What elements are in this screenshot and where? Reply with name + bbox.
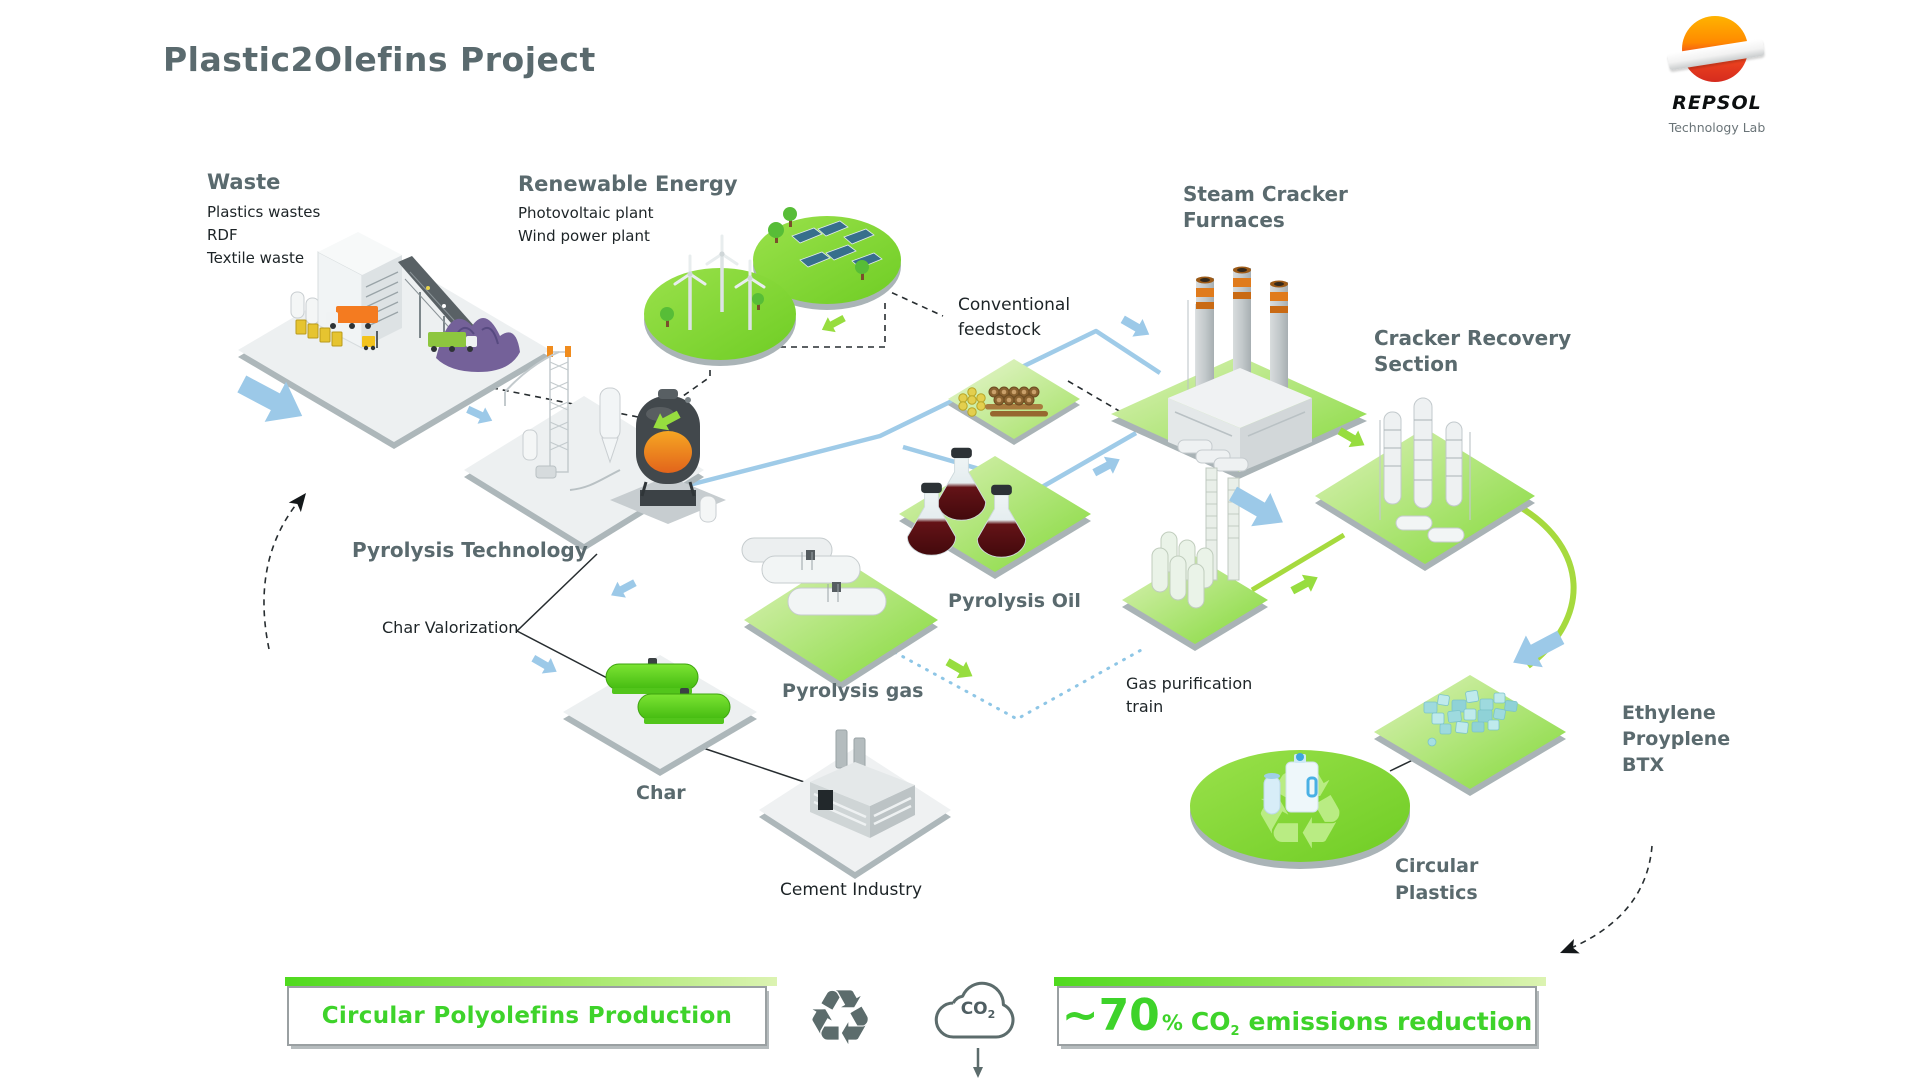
green-truck bbox=[428, 332, 477, 352]
cement-illustration bbox=[810, 729, 915, 838]
waste-bins bbox=[295, 319, 343, 347]
crane-boom bbox=[504, 351, 560, 406]
blue-arrow bbox=[463, 401, 497, 429]
green-pipe-short bbox=[1250, 532, 1346, 593]
pyrolysis-illustration bbox=[504, 346, 726, 524]
blue-arrow bbox=[606, 574, 640, 604]
left-banner-text: Circular Polyolefins Production bbox=[321, 1003, 733, 1029]
flask bbox=[906, 482, 957, 556]
banner-gradient-bar bbox=[285, 977, 777, 986]
product-label: Ethylene bbox=[1622, 702, 1716, 724]
pyrolysis-oil-label: Pyrolysis Oil bbox=[948, 590, 1081, 612]
renewable-energy-title: Renewable Energy bbox=[518, 172, 738, 196]
gas-purification-illustration bbox=[1151, 467, 1240, 609]
plastic-pellets-illustration bbox=[1423, 690, 1518, 747]
steam-cracker-title: Furnaces bbox=[1183, 208, 1285, 232]
chimney bbox=[1270, 280, 1288, 406]
pyrolysis-oil-illustration bbox=[906, 447, 1027, 558]
gas-dotted-line bbox=[885, 646, 1145, 721]
chimney bbox=[1196, 276, 1214, 406]
conventional-feedstock-label: Conventional bbox=[958, 295, 1071, 315]
green-arrow bbox=[817, 310, 849, 338]
waste-item: Textile waste bbox=[207, 249, 305, 267]
trees bbox=[768, 207, 869, 280]
product-label: BTX bbox=[1622, 754, 1665, 776]
repsol-brand-text: REPSOL bbox=[1672, 92, 1762, 114]
page-title: Plastic2Olefins Project bbox=[163, 40, 596, 79]
log-stack bbox=[985, 386, 1048, 417]
cracker-recovery-title: Section bbox=[1374, 352, 1459, 376]
cement-industry-label: Cement Industry bbox=[780, 880, 923, 900]
right-banner: ~70 % CO 2 emissions reduction bbox=[1057, 986, 1537, 1046]
waste-pile bbox=[436, 318, 520, 372]
solar-plant-illustration bbox=[768, 207, 883, 280]
co2-text: CO bbox=[960, 999, 988, 1019]
waste-item: Plastics wastes bbox=[207, 203, 321, 221]
circular-plastics-title: Circular bbox=[1395, 855, 1479, 877]
cracker-recovery-title: Cracker Recovery bbox=[1374, 326, 1572, 350]
waste-plant-illustration bbox=[290, 232, 520, 372]
orange-truck bbox=[326, 306, 378, 329]
pyrolysis-gas-label: Pyrolysis gas bbox=[782, 680, 924, 702]
pyrolysis-technology-title: Pyrolysis Technology bbox=[352, 538, 588, 562]
green-arrow bbox=[1287, 568, 1323, 600]
circular-plastics-illustration: ♻ bbox=[1252, 749, 1349, 874]
plastic-bottles bbox=[1263, 753, 1319, 815]
co2-subscript: 2 bbox=[987, 1008, 996, 1022]
green-arrow bbox=[942, 653, 978, 685]
left-banner: Circular Polyolefins Production bbox=[287, 986, 767, 1046]
dashed-arrowhead bbox=[1557, 939, 1580, 961]
gas-purification-label: train bbox=[1126, 697, 1164, 716]
char-illustration bbox=[605, 658, 731, 724]
reduction-text: emissions reduction bbox=[1248, 1007, 1533, 1036]
recycling-icon: ♻ bbox=[806, 973, 875, 1062]
forklift bbox=[362, 331, 378, 351]
conventional-feedstock-label: feedstock bbox=[958, 320, 1041, 340]
co2-cloud-label: CO2 bbox=[946, 999, 1010, 1021]
waste-title: Waste bbox=[207, 170, 281, 194]
repsol-logo: REPSOL Technology Lab bbox=[1662, 8, 1792, 138]
co2-subscript: 2 bbox=[1230, 1024, 1240, 1039]
blue-arrow bbox=[528, 650, 562, 680]
pyrolysis-gas-illustration bbox=[741, 537, 887, 616]
gas-purification-label: Gas purification bbox=[1126, 674, 1253, 693]
waste-item: RDF bbox=[207, 226, 238, 244]
cyclone bbox=[599, 387, 621, 441]
percent-sign: % bbox=[1161, 1011, 1183, 1035]
renewable-item: Wind power plant bbox=[518, 227, 650, 245]
steam-cracker-title: Steam Cracker bbox=[1183, 182, 1348, 206]
plastics-platform bbox=[1374, 675, 1566, 796]
reduction-value: ~70 bbox=[1061, 990, 1160, 1041]
renewable-item: Photovoltaic plant bbox=[518, 204, 654, 222]
feedstock-illustration bbox=[958, 386, 1048, 417]
factory-windows bbox=[365, 271, 399, 328]
steam-cracker-illustration bbox=[1168, 266, 1312, 472]
blue-arrow bbox=[1117, 310, 1155, 344]
co2-cloud-icon bbox=[934, 981, 1015, 1078]
reactor-vessel bbox=[636, 389, 700, 497]
product-label: Proyplene bbox=[1622, 728, 1731, 750]
wind-plant-illustration bbox=[660, 234, 766, 330]
char-valorization-label: Char Valorization bbox=[382, 618, 519, 637]
banner-gradient-bar bbox=[1054, 977, 1546, 986]
repsol-subtitle: Technology Lab bbox=[1668, 120, 1766, 135]
cracker-recovery-illustration bbox=[1379, 397, 1471, 543]
char-label: Char bbox=[636, 782, 686, 804]
co2-text: CO bbox=[1190, 1007, 1231, 1036]
circular-plastics-title: Plastics bbox=[1395, 882, 1478, 904]
flask bbox=[976, 484, 1027, 558]
